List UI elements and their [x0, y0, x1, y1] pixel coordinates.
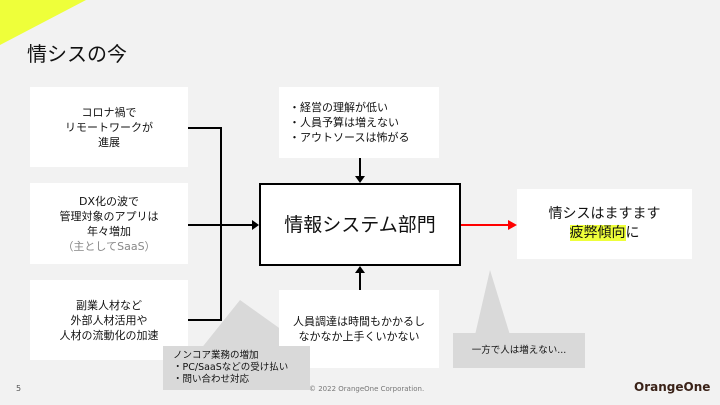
copyright: © 2022 OrangeOne Corporation.	[309, 385, 425, 393]
center-label: 情報システム部門	[284, 213, 436, 236]
arrow-head	[252, 220, 259, 230]
callout-left: ノンコア業務の増加 ・PC/SaaSなどの受け払い ・問い合わせ対応	[163, 346, 310, 390]
logo: OrangeOne	[634, 380, 711, 394]
text: ・経営の理解が低い	[289, 101, 388, 114]
callout-right-tail	[475, 270, 510, 335]
highlight-text: 疲弊傾向	[569, 225, 626, 241]
result-box: 情シスはますます 疲弊傾向に	[517, 189, 692, 259]
callout-right: 一方で人は増えない...	[453, 333, 585, 368]
text: DX化の波で	[78, 194, 139, 208]
text: ・人員予算は増えない	[289, 116, 399, 129]
left-box-talent: 副業人材など 外部人材活用や 人材の流動化の加速	[30, 280, 188, 360]
text: 情シスはますます	[548, 206, 661, 222]
arrow-head	[355, 176, 365, 183]
left-box-dx: DX化の波で 管理対象のアプリは 年々増加 （主としてSaaS）	[30, 183, 188, 264]
arrow-head	[355, 266, 365, 273]
text: 年々増加	[87, 224, 131, 238]
left-box-remote: コロナ禍で リモートワークが 進展	[30, 87, 188, 167]
page-number: 5	[16, 384, 22, 393]
text: なかなか上手くいかない	[298, 330, 420, 343]
text: ・問い合わせ対応	[173, 374, 250, 385]
text: ・アウトソースは怖がる	[289, 131, 410, 144]
red-arrow-head	[508, 220, 517, 230]
text: リモートワークが	[65, 120, 153, 134]
text: ・PC/SaaSなどの受け払い	[173, 362, 289, 373]
text: コロナ禍で	[81, 105, 137, 119]
text: ノンコア業務の増加	[173, 350, 259, 361]
center-box: 情報システム部門	[259, 183, 461, 266]
text: 副業人材など	[76, 298, 142, 312]
text: 進展	[98, 135, 120, 149]
top-box: ・経営の理解が低い ・人員予算は増えない ・アウトソースは怖がる	[279, 87, 439, 158]
text: 人材の流動化の加速	[59, 328, 159, 342]
text: 管理対象のアプリは	[59, 209, 159, 223]
note: （主としてSaaS）	[62, 239, 156, 253]
page-title: 情シスの今	[27, 42, 127, 66]
connector-lines	[188, 127, 361, 321]
text: に	[625, 225, 640, 241]
text: 人員調達は時間もかかるし	[293, 315, 425, 328]
corner-accent	[0, 0, 86, 45]
text: 外部人材活用や	[70, 313, 148, 327]
text: 一方で人は増えない...	[471, 344, 567, 356]
